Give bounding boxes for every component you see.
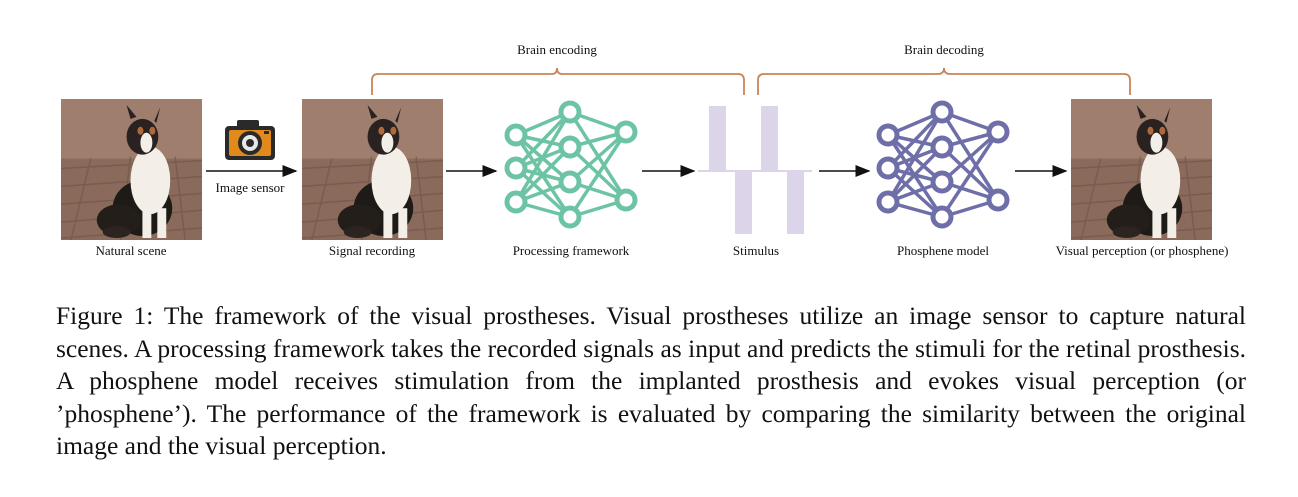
phosphene-network-icon <box>879 103 1007 226</box>
phosphene-model-label: Phosphene model <box>896 243 990 258</box>
signal-recording-label: Signal recording <box>328 243 416 258</box>
image-sensor-label: Image sensor <box>215 180 285 195</box>
brain-decoding-label: Brain decoding <box>904 42 984 57</box>
brain-decoding-bracket <box>757 67 1131 95</box>
stimulus-bars-icon <box>698 106 812 234</box>
visual-perception-label: Visual perception (or phosphene) <box>1055 243 1229 258</box>
stimulus-label: Stimulus <box>732 243 780 258</box>
brain-encoding-bracket <box>371 67 745 95</box>
signal-recording-image <box>301 99 444 240</box>
natural-scene-label: Natural scene <box>95 243 167 258</box>
processing-framework-label: Processing framework <box>512 243 630 258</box>
visual-perception-image <box>1070 99 1213 240</box>
caption-text: The framework of the visual prostheses. … <box>56 301 1246 460</box>
caption-lead: Figure 1: <box>56 301 154 330</box>
figure-caption: Figure 1: The framework of the visual pr… <box>56 300 1246 463</box>
framework-diagram <box>60 67 1213 240</box>
brain-encoding-label: Brain encoding <box>517 42 597 57</box>
processing-network-icon <box>507 103 635 226</box>
camera-icon <box>225 120 275 160</box>
natural-scene-image <box>60 99 203 240</box>
